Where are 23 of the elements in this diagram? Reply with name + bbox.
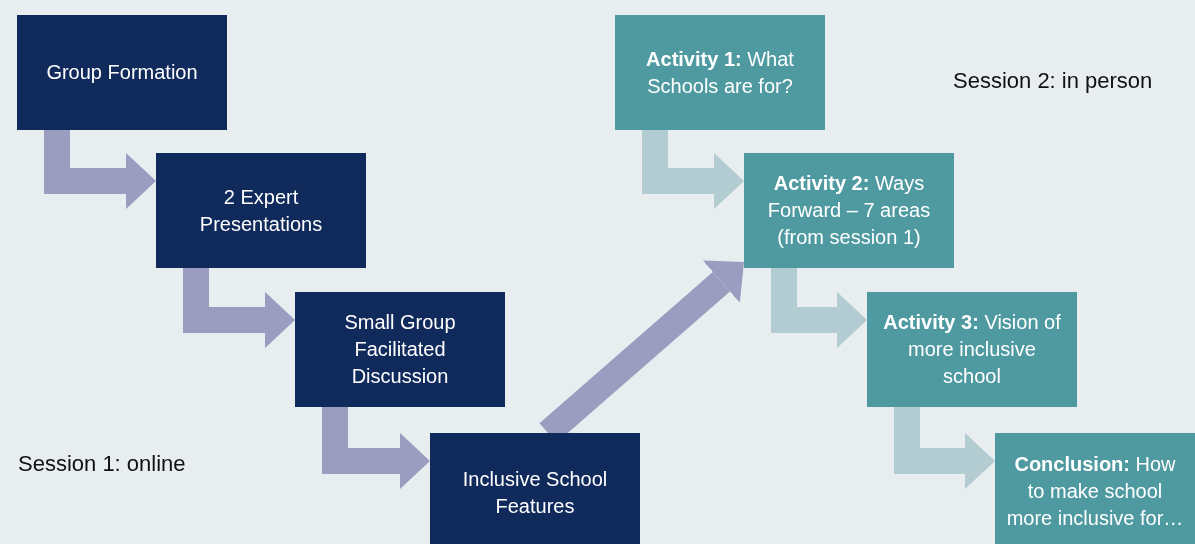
arrow [44, 130, 156, 209]
process-box [17, 15, 227, 130]
session-label: Session 1: online [18, 451, 186, 477]
arrow [894, 407, 995, 489]
box-label: Activity 3: Vision of more inclusive school [882, 310, 1062, 389]
process-box [867, 292, 1077, 407]
process-box [430, 433, 640, 544]
box-label: Conclusion: How to make school more inclusive for… [1005, 451, 1185, 531]
box-label: Group Formation [46, 60, 198, 85]
arrow [642, 130, 744, 209]
process-box [295, 292, 505, 407]
process-box [744, 153, 954, 268]
box-label: Activity 1: What Schools are for? [645, 46, 795, 99]
box-label: 2 Expert Presentations [198, 184, 324, 237]
process-box [156, 153, 366, 268]
session-label: Session 2: in person [953, 68, 1153, 94]
box-label: Activity 2: Ways Forward – 7 areas (from session 1) [766, 171, 932, 250]
process-box [615, 15, 825, 130]
box-label: Small Group Facilitated Discussion [343, 310, 457, 389]
process-box [995, 433, 1195, 544]
box-label: Inclusive School Features [461, 467, 609, 519]
arrow [322, 407, 430, 489]
arrow [183, 268, 295, 348]
